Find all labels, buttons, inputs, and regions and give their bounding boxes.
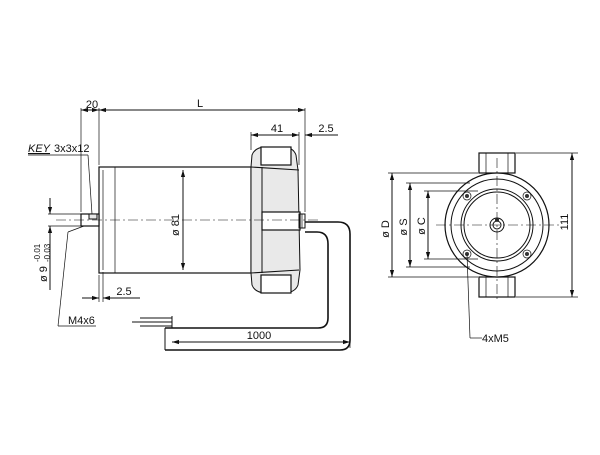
dim-bottom-offset: 2.5 [116, 286, 131, 298]
dim-S: ø S [398, 218, 410, 235]
cable-outer [165, 221, 351, 351]
mount-hole-2 [525, 194, 529, 198]
key-label: KEY [28, 143, 51, 155]
dim-C: ø C [416, 217, 428, 235]
dim-body-diameter: ø 81 [170, 214, 182, 236]
dim-cable-length: 1000 [247, 330, 271, 342]
front-view: ø D ø S ø C 111 4xM5 [380, 152, 578, 345]
cable-inner [165, 231, 329, 329]
shaft-tol-lower: -0.03 [43, 243, 52, 262]
thread-callout-4xm5: 4xM5 [482, 333, 509, 345]
dim-flange-width: 41 [271, 123, 283, 135]
dim-shaft-diameter: ø 9 [38, 266, 50, 282]
side-view: 20 L 41 2.5 ø 81 KEY 3x3x12 ø 9 -0.01 -0… [28, 98, 351, 351]
key-size: 3x3x12 [54, 143, 89, 155]
thread-callout-m4: M4x6 [68, 315, 95, 327]
dim-D: ø D [380, 220, 392, 238]
dim-top-offset: 2.5 [318, 123, 333, 135]
lower-boss [260, 274, 292, 294]
dim-111: 111 [559, 214, 571, 231]
dim-overall-length: L [197, 98, 203, 110]
shaft-key [88, 213, 98, 220]
shaft-tol-upper: -0.01 [33, 243, 42, 262]
dim-shaft-length: 20 [86, 99, 98, 111]
mount-hole-4 [525, 252, 529, 256]
upper-boss [260, 146, 292, 166]
terminal-block [261, 211, 301, 231]
mount-hole-1 [465, 194, 469, 198]
